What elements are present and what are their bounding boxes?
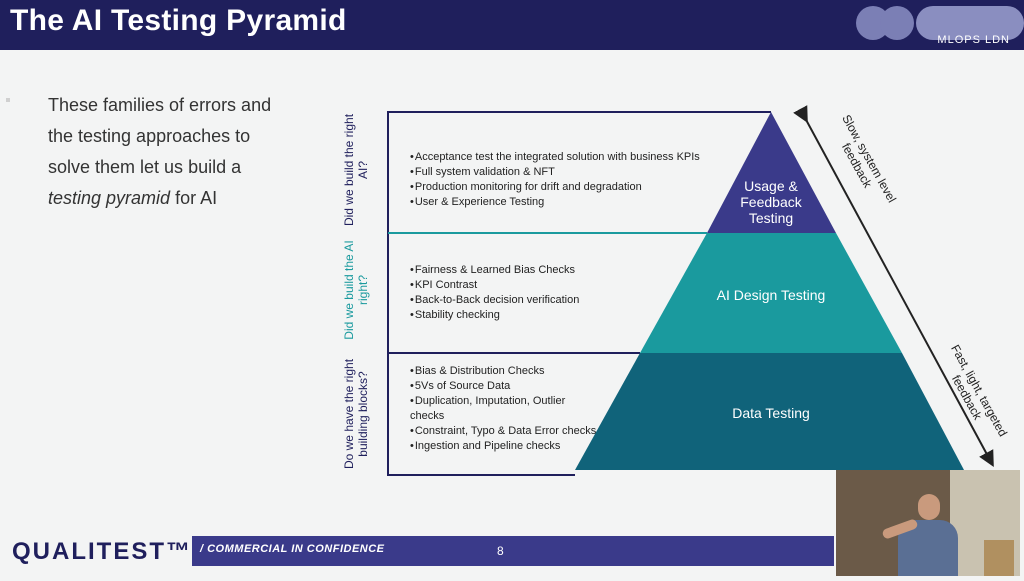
video-object xyxy=(984,540,1014,576)
list-item: Full system validation & NFT xyxy=(410,165,740,180)
list-item: Back-to-Back decision verification xyxy=(410,293,640,308)
list-item: Fairness & Learned Bias Checks xyxy=(410,263,640,278)
list-item: KPI Contrast xyxy=(410,278,640,293)
list-item: Constraint, Typo & Data Error checks xyxy=(410,424,600,439)
list-item: Stability checking xyxy=(410,308,640,323)
tier-top-label-line: Usage & xyxy=(744,178,798,194)
mlops-logo: MLOPS LDN xyxy=(937,34,1010,46)
question-mid: Did we build the AI right? xyxy=(342,240,370,340)
header-bar xyxy=(0,0,1024,50)
presenter-video xyxy=(836,470,1020,576)
tier-top-label: Usage & Feedback Testing xyxy=(721,178,821,226)
decor-shape xyxy=(916,6,1024,40)
question-bottom: Do we have the right building blocks? xyxy=(342,358,370,470)
confidential-label: / COMMERCIAL IN CONFIDENCE xyxy=(200,543,385,555)
list-item: Bias & Distribution Checks xyxy=(410,364,600,379)
intro-italic: testing pyramid xyxy=(48,188,171,208)
question-top: Did we build the right AI? xyxy=(342,113,370,227)
list-item: Duplication, Imputation, Outlier checks xyxy=(410,394,600,424)
presenter-head xyxy=(918,494,940,520)
list-item: Production monitoring for drift and degr… xyxy=(410,180,740,195)
tier-bottom-label: Data Testing xyxy=(732,405,810,421)
decor-shape xyxy=(880,6,914,40)
list-item: User & Experience Testing xyxy=(410,195,740,210)
intro-end: for AI xyxy=(175,188,218,208)
footer-bar xyxy=(192,536,834,566)
intro-text: These families of errors and the testing… xyxy=(48,90,288,214)
list-item: Acceptance test the integrated solution … xyxy=(410,150,740,165)
tier-top-label-line: Testing xyxy=(748,210,794,226)
list-item: 5Vs of Source Data xyxy=(410,379,600,394)
page-title: The AI Testing Pyramid xyxy=(10,4,347,37)
tier-frame xyxy=(387,111,771,476)
qualitest-logo: QUALITEST™ xyxy=(12,538,192,565)
tier-mid-list: Fairness & Learned Bias Checks KPI Contr… xyxy=(410,263,640,323)
tier-top-label-line: Feedback xyxy=(740,194,802,210)
list-item: Ingestion and Pipeline checks xyxy=(410,439,600,454)
tier-mid-label: AI Design Testing xyxy=(716,287,826,303)
intro-plain: These families of errors and the testing… xyxy=(48,95,272,177)
bullet-marker xyxy=(6,98,10,102)
tier-bottom-list: Bias & Distribution Checks 5Vs of Source… xyxy=(410,364,600,454)
tier-top-list: Acceptance test the integrated solution … xyxy=(410,150,740,210)
page-number: 8 xyxy=(497,544,504,558)
feedback-arrow xyxy=(793,105,994,468)
